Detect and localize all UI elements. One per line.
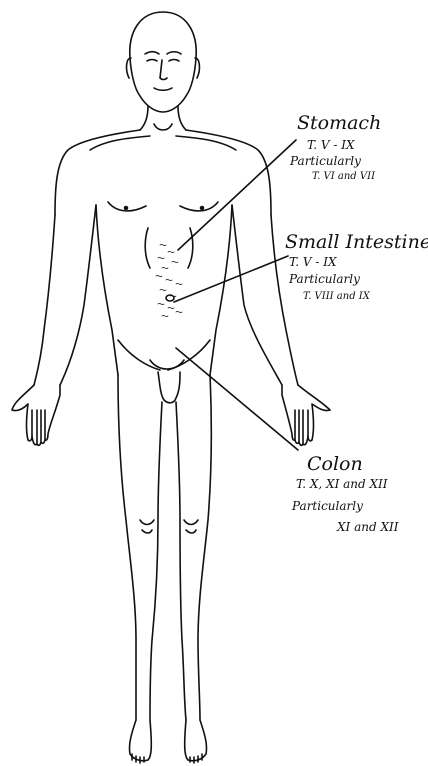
right-knee [184, 520, 198, 533]
nose [160, 60, 167, 80]
right-fingers [295, 410, 308, 444]
colon-segments: T. X, XI and XII [296, 478, 388, 490]
right-eyebrow [167, 52, 181, 54]
right-hand [282, 385, 330, 445]
left-rib-line [145, 228, 150, 268]
right-iliac-line [168, 340, 210, 370]
left-knee [140, 520, 154, 533]
left-eye [147, 60, 157, 62]
left-nipple [125, 207, 128, 210]
left-shoulder [55, 130, 140, 215]
head-outline [130, 12, 196, 112]
right-foot [185, 720, 207, 761]
sternal-notch [154, 124, 172, 130]
neck-right [178, 106, 186, 130]
right-nipple [201, 207, 204, 210]
stomach-leader-line [178, 140, 296, 250]
small-intestine-leader-line [174, 256, 288, 302]
small-intestine-label: Small Intestine [285, 233, 428, 252]
left-arm-inner [60, 205, 96, 385]
right-eye [169, 60, 179, 62]
right-leg-inner [176, 402, 186, 720]
left-hand [12, 385, 60, 445]
left-leg-inner [150, 402, 162, 720]
stomach-segments: T. V - IX [307, 139, 355, 151]
right-leg-outer [198, 375, 211, 720]
small-intestine-qualifier: Particularly [289, 273, 360, 285]
colon-qualifier: Particularly [292, 500, 363, 512]
colon-leader-line [176, 348, 298, 450]
genital-outline [158, 372, 180, 403]
torso-right-side [210, 205, 232, 375]
abdominal-stippling [156, 244, 182, 316]
colon-label: Colon [307, 455, 363, 474]
mouth [154, 88, 172, 90]
stomach-qualifier: Particularly [290, 155, 361, 167]
right-rib-line [188, 228, 193, 268]
stomach-label: Stomach [297, 114, 381, 133]
torso-left-side [96, 205, 118, 375]
right-pectoral [180, 202, 218, 211]
right-arm-inner [232, 205, 282, 385]
left-leg-outer [118, 375, 136, 720]
neck-left [140, 106, 148, 130]
small-intestine-segments: T. V - IX [289, 256, 337, 268]
left-arm-outer [34, 215, 55, 385]
left-eyebrow [145, 52, 159, 54]
left-iliac-line [118, 340, 160, 370]
stomach-specific: T. VI and VII [312, 172, 375, 182]
colon-specific: XI and XII [337, 521, 399, 533]
small-intestine-specific: T. VIII and IX [303, 292, 370, 302]
left-fingers [32, 410, 45, 444]
